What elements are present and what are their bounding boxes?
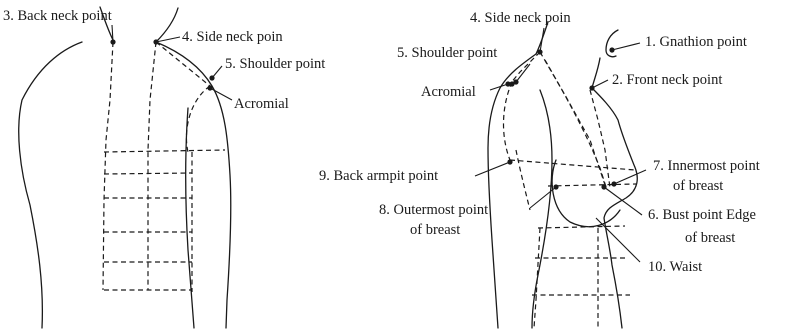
label-side-neck-point-left: 4. Side neck poin: [182, 29, 283, 45]
label-bust-point-line1: 6. Bust point Edge: [648, 207, 756, 223]
label-waist: 10. Waist: [648, 259, 702, 275]
side-view-princess-line-2: [545, 60, 607, 190]
side-view-dash-underarm: [510, 160, 635, 170]
label-outermost-point-line1: 8. Outermost point: [379, 202, 488, 218]
side-view-neck-front-outline: [592, 58, 600, 88]
label-front-neck-point: 2. Front neck point: [612, 72, 722, 88]
bust-point-leader: [604, 187, 642, 215]
label-bust-point-line2: of breast: [685, 230, 735, 246]
side-view-dash-bust: [548, 184, 636, 186]
side-view-dash-back-1: [516, 150, 530, 210]
side-view-breast-curve: [552, 160, 620, 227]
waist-leader: [596, 218, 640, 262]
label-outermost-point-line2: of breast: [410, 222, 460, 238]
label-back-neck-point: 3. Back neck point: [3, 8, 112, 24]
back-view-dash-h2: [104, 173, 192, 174]
label-innermost-point-line1: 7. Innermost point: [653, 158, 760, 174]
label-acromial-right: Acromial: [421, 84, 476, 100]
outermost-breast-leader: [530, 187, 556, 208]
label-gnathion-point: 1. Gnathion point: [645, 34, 747, 50]
innermost-breast-leader: [614, 170, 646, 184]
label-shoulder-point-left: 5. Shoulder point: [225, 56, 325, 72]
back-view-neck-right-outline: [156, 8, 178, 42]
acromial-dot-right-2: [509, 81, 514, 86]
label-shoulder-point-right: 5. Shoulder point: [397, 45, 497, 61]
gnathion-leader: [612, 43, 640, 50]
side-view-arm-outline: [532, 90, 552, 328]
label-acromial-left: Acromial: [234, 96, 289, 112]
back-view-shoulder-seam: [156, 42, 210, 86]
side-view-back-outline: [488, 54, 536, 328]
shoulder-leader-left: [212, 66, 222, 78]
back-view-right-shoulder-outline: [156, 42, 231, 328]
back-view-side-seam: [148, 42, 156, 290]
label-side-neck-point-right: 4. Side neck poin: [470, 10, 571, 26]
back-view-dash-h1: [104, 150, 225, 152]
back-view-centerline: [103, 42, 113, 290]
back-view-left-shoulder-outline: [19, 42, 82, 328]
label-back-armpit-point: 9. Back armpit point: [319, 168, 438, 184]
side-neck-leader-right: [540, 28, 544, 52]
back-view-armhole: [186, 86, 210, 152]
side-view-figure: 4. Side neck poin 5. Shoulder point Acro…: [319, 10, 760, 328]
side-view-chin-outline: [606, 30, 618, 57]
back-view-figure: 3. Back neck point 4. Side neck poin 5. …: [3, 7, 325, 328]
side-view-armhole-dash: [504, 82, 513, 160]
label-innermost-point-line2: of breast: [673, 178, 723, 194]
acromial-leader-left: [210, 88, 232, 100]
back-armpit-leader: [475, 162, 510, 176]
side-view-shoulder-seam: [510, 52, 540, 84]
